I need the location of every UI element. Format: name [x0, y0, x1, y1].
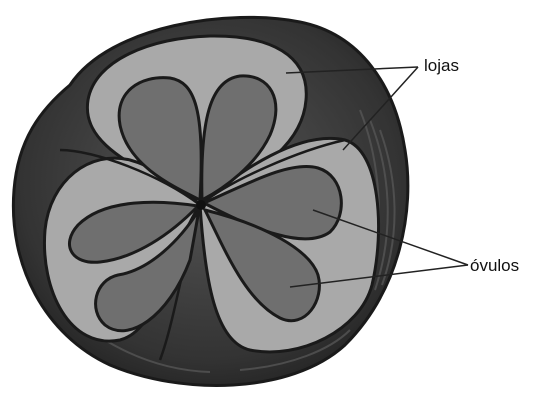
ovulos-label: óvulos: [470, 256, 519, 275]
lojas-label: lojas: [424, 56, 459, 75]
central-axis: [196, 200, 206, 210]
